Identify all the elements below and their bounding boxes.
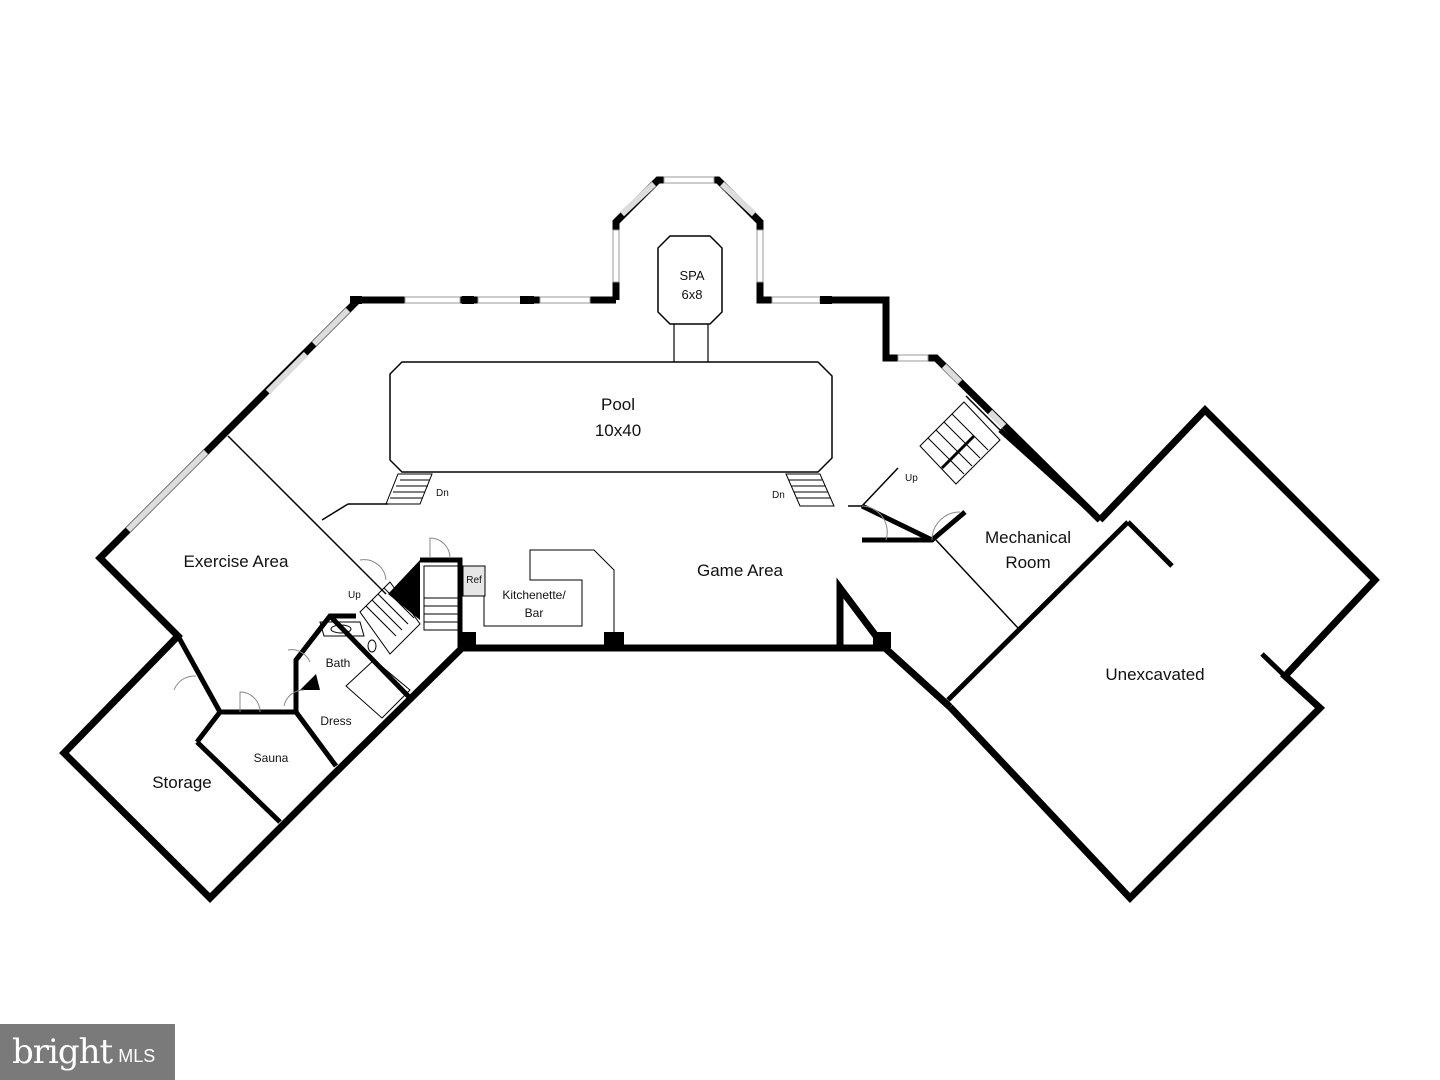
columns	[300, 296, 891, 690]
mechanical-room-label-2: Room	[1005, 553, 1050, 572]
spa-outline	[657, 235, 723, 325]
sauna-label: Sauna	[254, 751, 289, 765]
watermark-brand: bright	[12, 1032, 113, 1072]
unexcavated-label: Unexcavated	[1105, 665, 1204, 684]
watermark-suffix: MLS	[118, 1045, 156, 1066]
mechanical-room-label: Mechanical	[985, 528, 1071, 547]
stairs-dn-right-label: Dn	[772, 490, 785, 501]
pool: Pool 10x40	[389, 361, 833, 473]
door-swings	[173, 505, 961, 713]
pool-steps-right	[785, 473, 835, 507]
pool-outline	[389, 361, 833, 473]
pool-size-label: 10x40	[595, 421, 641, 440]
stairs-dn-left-label: Dn	[436, 488, 449, 499]
game-area-label: Game Area	[697, 561, 784, 580]
spa-size-label: 6x8	[682, 287, 703, 302]
exercise-area-label: Exercise Area	[184, 552, 289, 571]
dress-label: Dress	[320, 714, 351, 728]
windows	[125, 176, 1007, 533]
bath-label: Bath	[326, 656, 351, 670]
pool-steps-left	[385, 473, 433, 505]
ref-label: Ref	[466, 575, 482, 586]
stairs-up-left-label: Up	[348, 590, 361, 601]
stairs-up-right-label: Up	[905, 473, 918, 484]
spa-label: SPA	[679, 268, 704, 283]
thin-partitions	[227, 395, 1019, 629]
kitchenette-label: Kitchenette/	[502, 588, 566, 602]
bright-mls-watermark: bright MLS	[0, 1024, 175, 1080]
spa: SPA 6x8	[657, 235, 723, 362]
storage-label: Storage	[152, 773, 212, 792]
bath-fixtures	[319, 621, 411, 719]
interior-walls	[175, 408, 1287, 824]
kitchenette-counter	[462, 549, 615, 632]
kitchenette-bar-label: Bar	[525, 606, 544, 620]
stairs-right	[919, 401, 1001, 485]
stairs-left	[359, 565, 459, 655]
pool-label: Pool	[601, 395, 635, 414]
